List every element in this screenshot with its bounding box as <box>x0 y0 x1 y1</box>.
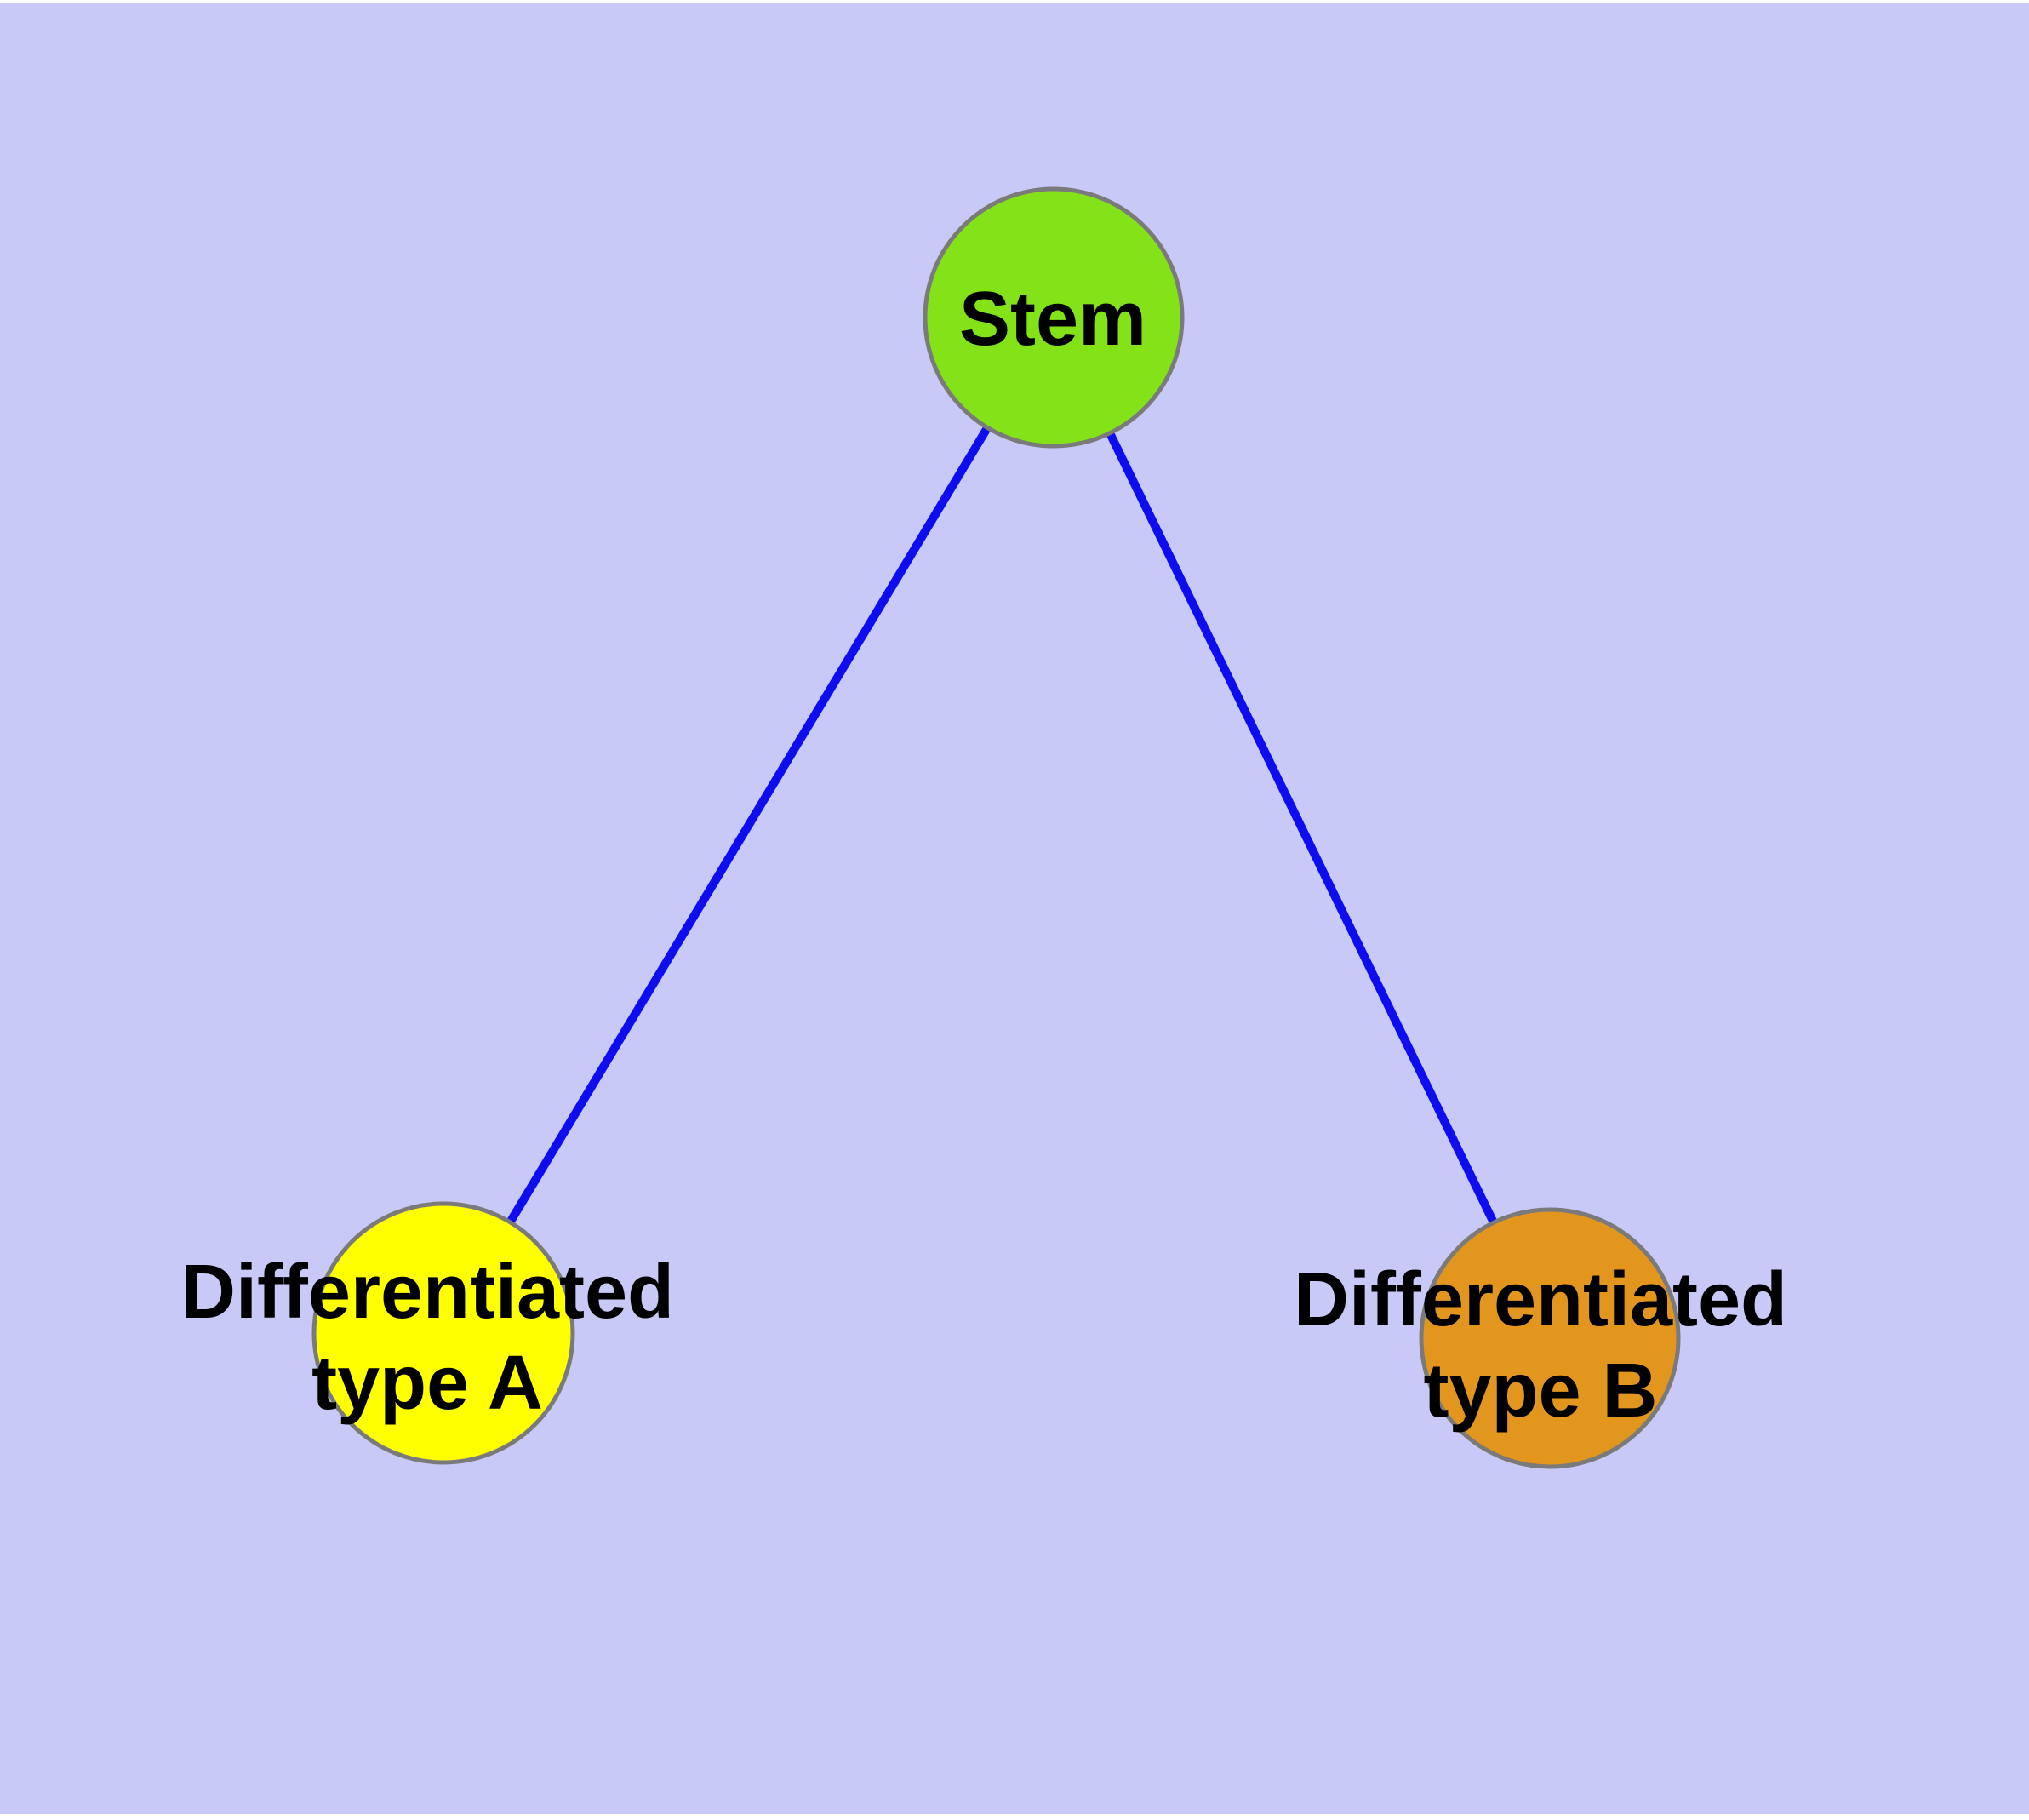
node-labels: Stem Differentiated type A Differentiate… <box>180 277 1787 1434</box>
stem-node-circle <box>923 186 1185 449</box>
type-a-node-circle <box>311 1201 575 1465</box>
type-b-node-label-line1: Differentiated <box>1294 1257 1787 1342</box>
type-b-node-circle <box>1419 1207 1681 1469</box>
nodes <box>311 186 1681 1469</box>
edges <box>439 315 1554 1341</box>
type-a-node-label-line2: type A <box>311 1341 543 1426</box>
edge-stem-to-type-b <box>1049 315 1554 1341</box>
edge-stem-to-type-a <box>439 315 1058 1336</box>
stem-node-label: Stem <box>959 277 1146 362</box>
type-a-node-label-line1: Differentiated <box>180 1250 674 1335</box>
type-b-node-label-line2: type B <box>1423 1348 1657 1434</box>
